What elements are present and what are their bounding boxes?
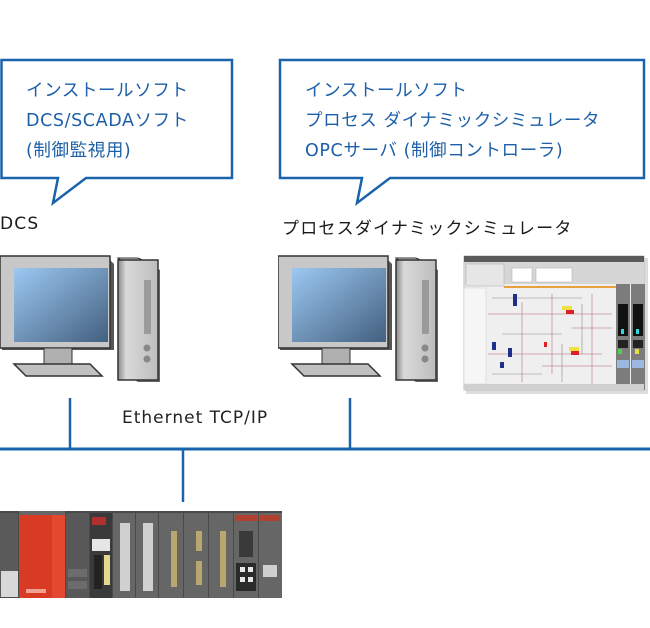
bubble-line: (制御監視用) bbox=[26, 141, 132, 161]
speech-bubble-dcs: インストールソフト DCS/SCADAソフト (制御監視用) bbox=[26, 76, 189, 166]
speech-bubble-simulator-outline bbox=[278, 58, 646, 206]
desktop-computer-icon bbox=[0, 255, 160, 382]
bubble-line: DCS/SCADAソフト bbox=[26, 111, 189, 131]
bubble-line: OPCサーバ (制御コントローラ) bbox=[305, 141, 564, 161]
bubble-line: インストールソフト bbox=[26, 81, 189, 101]
network-label: Ethernet TCP/IP bbox=[122, 408, 269, 428]
bubble-line: プロセス ダイナミックシミュレータ bbox=[305, 111, 601, 131]
bubble-line: インストールソフト bbox=[305, 81, 468, 101]
dcs-label: DCS bbox=[0, 214, 40, 234]
simulator-label: プロセスダイナミックシミュレータ bbox=[282, 219, 573, 239]
speech-bubble-dcs-outline bbox=[0, 58, 234, 206]
desktop-computer-icon bbox=[278, 255, 438, 382]
speech-bubble-simulator: インストールソフト プロセス ダイナミックシミュレータ OPCサーバ (制御コン… bbox=[305, 76, 600, 166]
plc-rack-image bbox=[0, 511, 282, 598]
simulator-screen-image bbox=[463, 255, 648, 394]
